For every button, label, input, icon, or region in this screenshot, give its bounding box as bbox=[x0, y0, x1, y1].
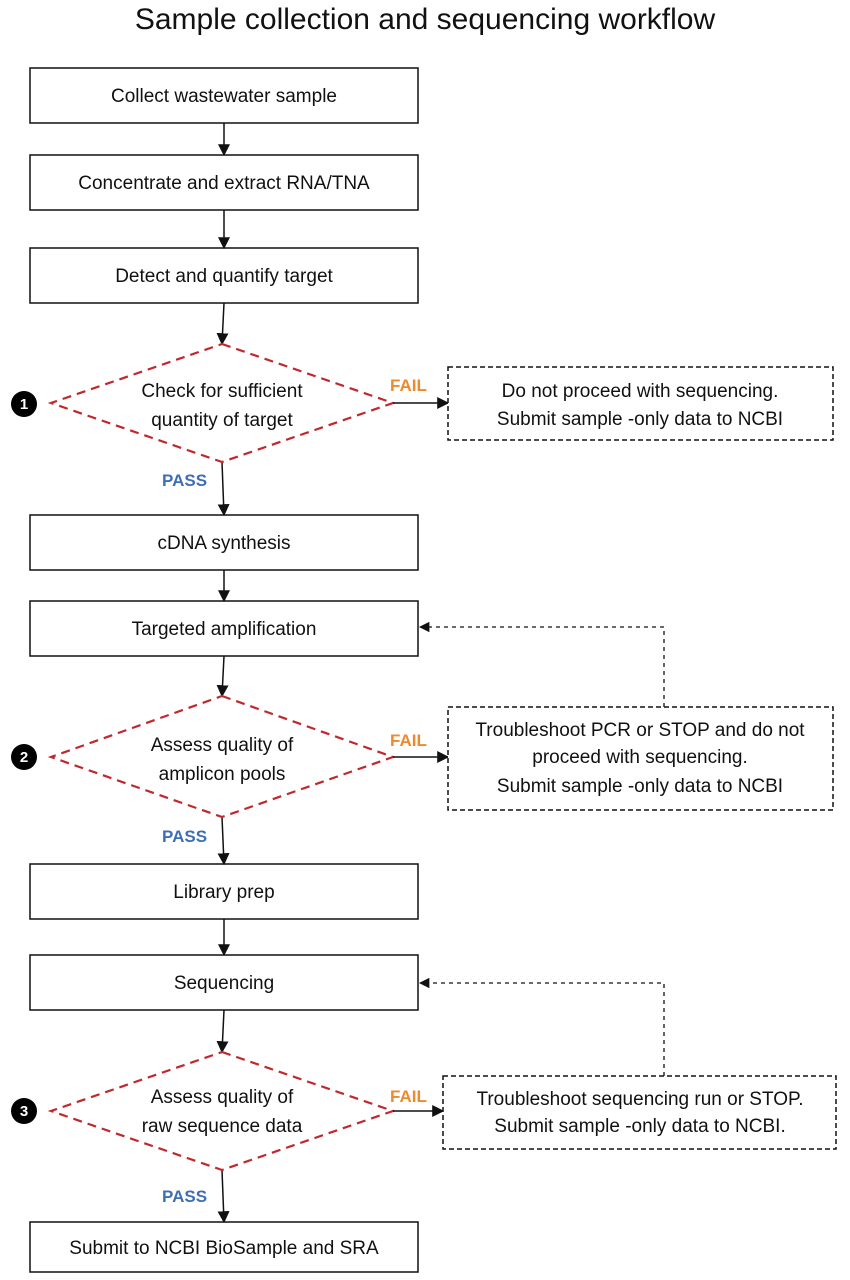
step-sequencing-label: Sequencing bbox=[174, 973, 274, 994]
diagram-title: Sample collection and sequencing workflo… bbox=[134, 3, 716, 36]
fail-note-2-line-1: Troubleshoot PCR or STOP and do not bbox=[475, 720, 805, 741]
decision-2-pass-label: PASS bbox=[162, 827, 207, 846]
decision-2-line-1: Assess quality of bbox=[151, 735, 294, 756]
badge-1-number: 1 bbox=[20, 396, 28, 413]
step-concentrate: Concentrate and extract RNA/TNA bbox=[29, 154, 419, 211]
fail-note-1-line-2: Submit sample -only data to NCBI bbox=[497, 409, 783, 430]
step-library-label: Library prep bbox=[173, 882, 274, 903]
fail-note-3-line-2: Submit sample -only data to NCBI. bbox=[494, 1116, 785, 1137]
step-amplification-label: Targeted amplification bbox=[132, 619, 317, 640]
step-library: Library prep bbox=[29, 863, 419, 920]
decision-2-line-2: amplicon pools bbox=[159, 764, 286, 785]
arrow-decision1-cdna bbox=[217, 461, 230, 517]
decision-2-fail-label: FAIL bbox=[390, 731, 427, 750]
decision-1-pass-label: PASS bbox=[162, 471, 207, 490]
fail-note-2-line-2: proceed with sequencing. bbox=[532, 747, 747, 768]
decision-3-fail-label: FAIL bbox=[390, 1087, 427, 1106]
fail-note-2-line-3: Submit sample -only data to NCBI bbox=[497, 776, 783, 797]
step-concentrate-label: Concentrate and extract RNA/TNA bbox=[78, 173, 370, 194]
arrow-sequencing-decision3 bbox=[216, 1009, 229, 1054]
decision-1-fail-label: FAIL bbox=[390, 376, 427, 395]
decision-1-line-1: Check for sufficient bbox=[141, 381, 303, 402]
step-collect: Collect wastewater sample bbox=[29, 67, 419, 124]
arrow-decision2-library bbox=[217, 816, 230, 866]
decision-1: Check for sufficient quantity of target bbox=[47, 342, 397, 464]
feedback-arrow-3 bbox=[418, 977, 665, 1076]
decision-3-line-1: Assess quality of bbox=[151, 1087, 294, 1108]
decision-1-line-2: quantity of target bbox=[151, 410, 293, 431]
badge-2: 2 bbox=[11, 744, 37, 770]
step-cdna-label: cDNA synthesis bbox=[157, 533, 290, 554]
feedback-arrow-2 bbox=[418, 621, 665, 707]
decision-3-pass-label: PASS bbox=[162, 1187, 207, 1206]
arrow-amplification-decision2 bbox=[216, 655, 229, 698]
fail-note-1: Do not proceed with sequencing. Submit s… bbox=[447, 366, 834, 441]
badge-3-number: 3 bbox=[20, 1103, 28, 1120]
step-submit: Submit to NCBI BioSample and SRA bbox=[29, 1221, 419, 1273]
step-detect-label: Detect and quantify target bbox=[115, 266, 333, 287]
step-detect: Detect and quantify target bbox=[29, 247, 419, 304]
fail-note-2: Troubleshoot PCR or STOP and do not proc… bbox=[447, 706, 834, 811]
decision-2: Assess quality of amplicon pools bbox=[47, 694, 397, 819]
step-amplification: Targeted amplification bbox=[29, 600, 419, 657]
decision-3: Assess quality of raw sequence data bbox=[47, 1050, 397, 1172]
arrow-decision3-submit bbox=[217, 1169, 230, 1224]
badge-1: 1 bbox=[11, 391, 37, 417]
step-collect-label: Collect wastewater sample bbox=[111, 86, 337, 107]
step-cdna: cDNA synthesis bbox=[29, 514, 419, 571]
fail-note-1-line-1: Do not proceed with sequencing. bbox=[502, 381, 779, 402]
badge-3: 3 bbox=[11, 1098, 37, 1124]
decision-3-line-2: raw sequence data bbox=[142, 1116, 303, 1137]
step-submit-label: Submit to NCBI BioSample and SRA bbox=[69, 1238, 379, 1259]
badge-2-number: 2 bbox=[20, 749, 28, 766]
arrow-detect-decision1 bbox=[216, 302, 229, 346]
fail-note-3-line-1: Troubleshoot sequencing run or STOP. bbox=[476, 1089, 803, 1110]
step-sequencing: Sequencing bbox=[29, 954, 419, 1011]
fail-note-3: Troubleshoot sequencing run or STOP. Sub… bbox=[442, 1075, 837, 1150]
